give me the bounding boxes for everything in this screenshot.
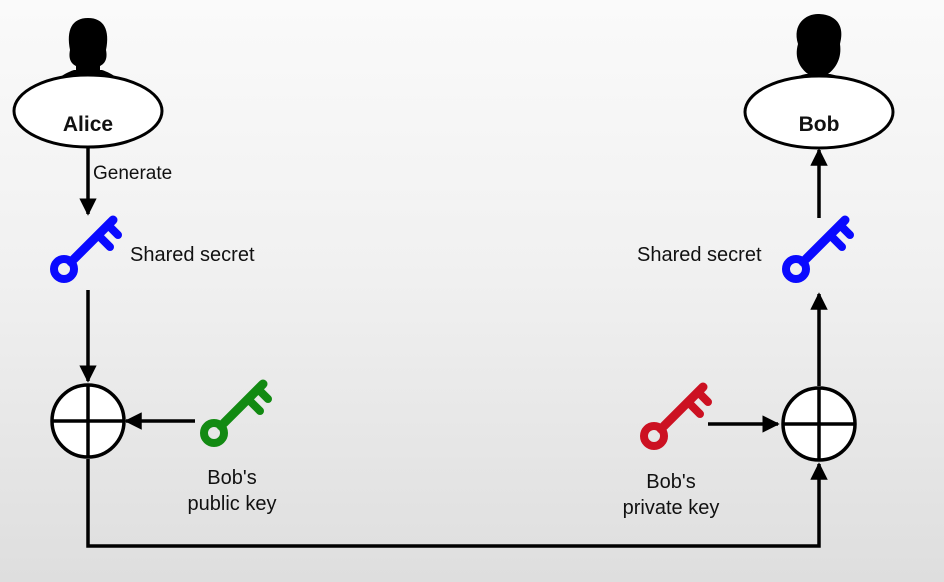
key-icon [644, 387, 708, 446]
bob-ellipse [743, 74, 895, 150]
alice-name: Alice [62, 113, 114, 136]
bob-public-key-label-line2: public key [187, 493, 277, 515]
xor-circle-icon [781, 386, 857, 462]
bob-private-key-label-line1: Bob's [646, 471, 696, 493]
key-shape [786, 220, 850, 279]
alice-ellipse [12, 73, 164, 149]
key-icon [204, 384, 268, 443]
bob-node [743, 14, 895, 150]
bob-name: Bob [798, 113, 840, 136]
key-icon [54, 220, 118, 279]
generate-label: Generate [93, 163, 173, 184]
shared-secret-label-right: Shared secret [637, 244, 762, 266]
alice-node [12, 18, 164, 149]
key-shape [54, 220, 118, 279]
connectors [79, 148, 828, 548]
bob-private-key-label-line2: private key [622, 497, 720, 519]
key-icon [786, 220, 850, 279]
xor-circle-icon [50, 383, 126, 459]
shared-secret-label-left: Shared secret [130, 244, 255, 266]
bob-public-key-label-line1: Bob's [207, 467, 257, 489]
key-shape [644, 387, 708, 446]
line-bottom-path [86, 459, 828, 548]
key-shape [204, 384, 268, 443]
